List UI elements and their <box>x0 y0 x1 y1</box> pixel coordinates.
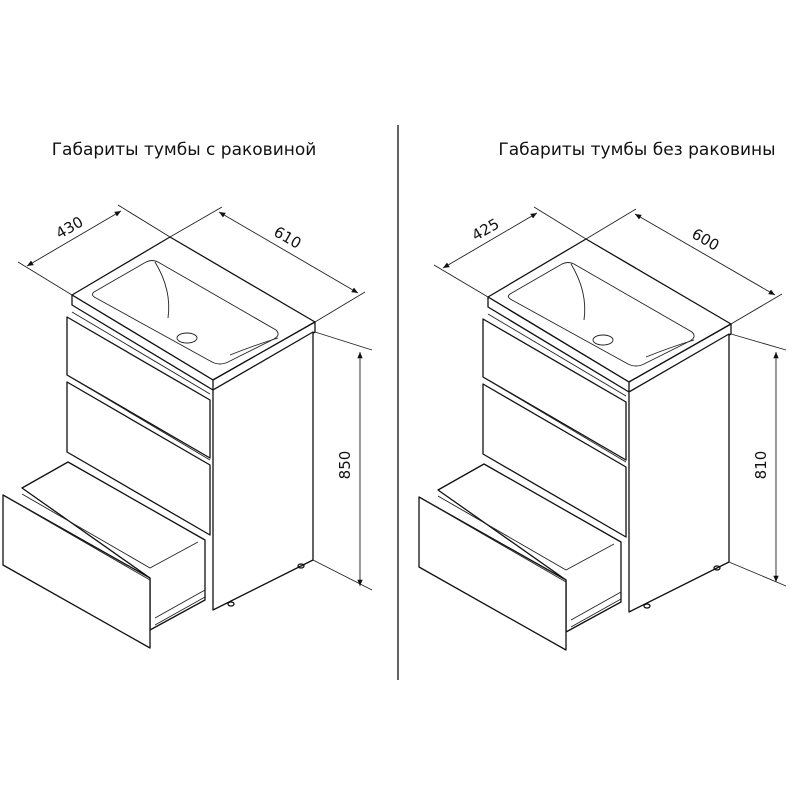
height-label: 850 <box>336 451 354 480</box>
left-title: Габариты тумбы с раковиной <box>52 140 317 160</box>
cabinet-with-sink: Габариты тумбы с раковиной 430 610 850 <box>2 140 373 649</box>
width-dimension-line <box>634 213 776 296</box>
depth-label: 430 <box>53 213 87 243</box>
right-title: Габариты тумбы без раковины <box>498 140 775 160</box>
cabinet-without-sink: Габариты тумбы без раковины 425 600 810 <box>418 140 787 651</box>
width-label: 610 <box>271 223 305 253</box>
width-label: 600 <box>689 225 723 255</box>
width-dimension-line <box>218 211 359 294</box>
cabinet-drawing <box>418 238 732 651</box>
depth-dimension-line <box>442 212 538 269</box>
height-label: 810 <box>752 451 770 480</box>
depth-dimension-line <box>26 210 122 267</box>
depth-label: 425 <box>469 215 503 245</box>
cabinet-drawing <box>2 236 316 649</box>
